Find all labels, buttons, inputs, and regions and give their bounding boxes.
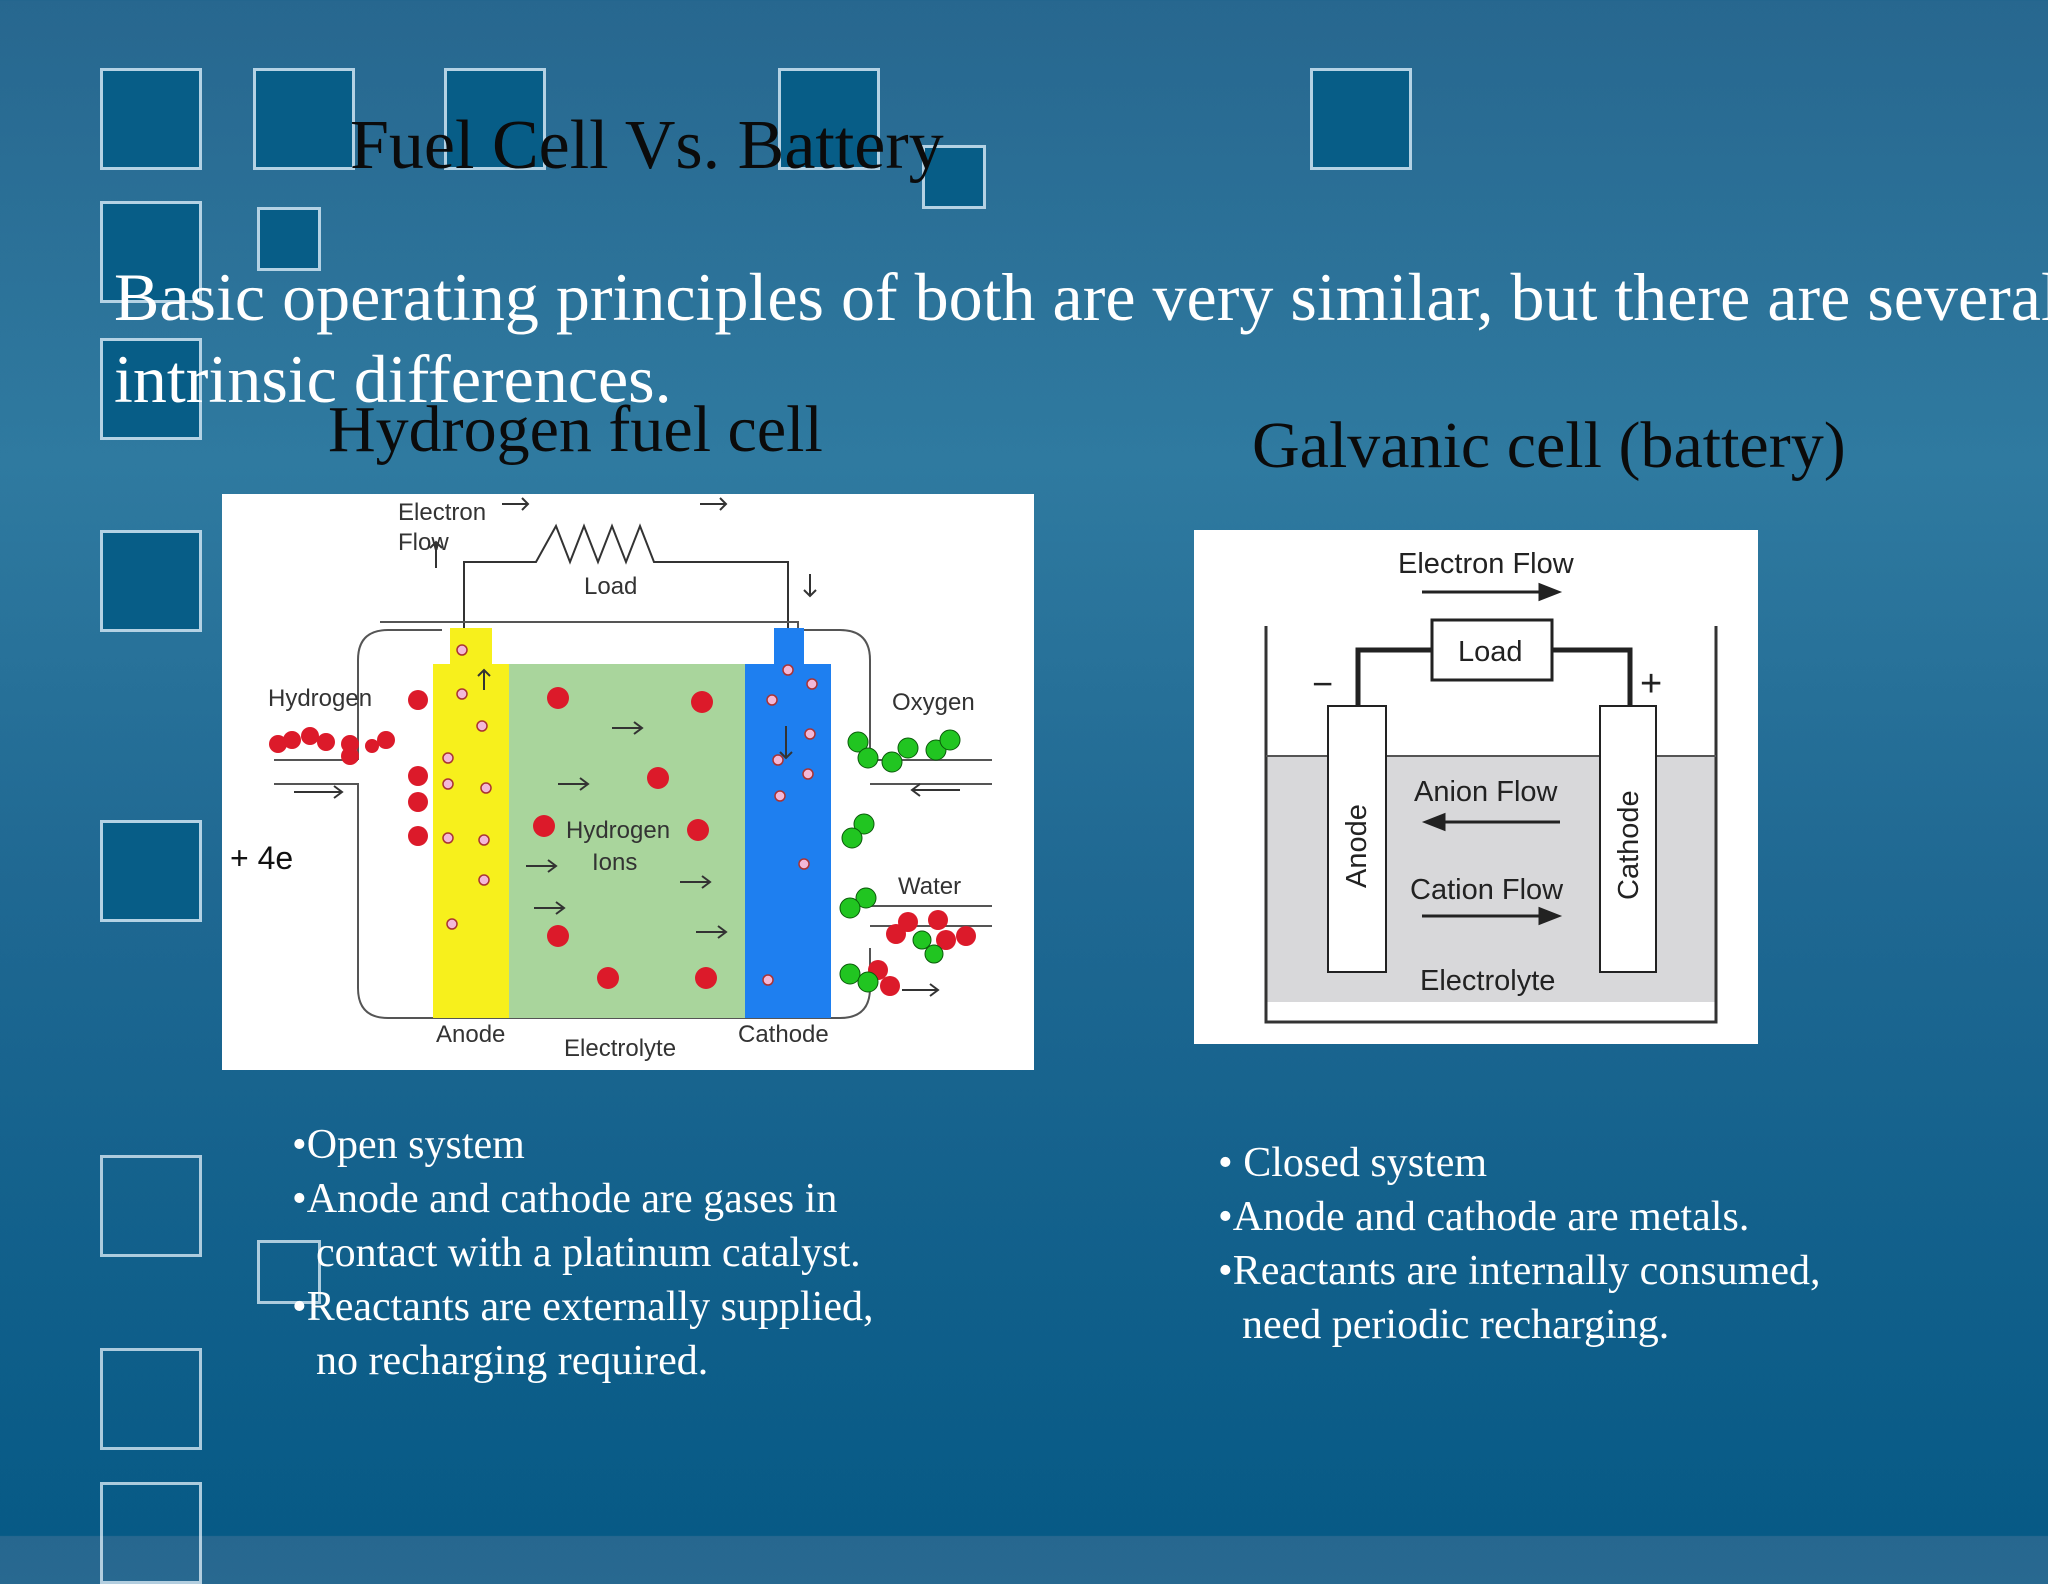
decor-square [444,68,546,170]
cathode-electrode [1599,705,1657,973]
decor-square [100,820,202,922]
hydrogen-ions-label: Ions [592,849,637,876]
bullet-item: • Closed system [1218,1140,1488,1186]
decor-square [1310,68,1412,170]
fuel-cell-heading: Hydrogen fuel cell [328,393,823,466]
bullet-item: •Anode and cathode are metals. [1218,1194,1750,1240]
battery-bullets: • Closed system •Anode and cathode are m… [1218,1136,1820,1352]
load-box [1430,618,1554,682]
decor-square [922,145,986,209]
battery-svg: Electron Flow Load − + Anion Flow Cation… [1264,548,1718,1024]
bullet-item: •Open system [292,1122,525,1168]
bullet-item: no recharging required. [316,1338,709,1384]
page-title: Fuel Cell Vs. Battery [350,107,944,184]
hydrogen-molecules [269,687,976,996]
cation-flow-label: Cation Flow [1410,874,1564,906]
bullet-item: contact with a platinum catalyst. [316,1230,861,1276]
fuel-cell-svg: Electron Flow Load Hydrogen Oxygen Water… [268,497,992,1062]
decor-square [100,68,202,170]
decor-square [778,68,880,170]
subtitle-line: intrinsic differences. [114,341,672,417]
fuel-cell-diagram: Electron Flow Load Hydrogen Oxygen Water… [222,494,1034,1070]
anode-label: Anode [436,1021,505,1048]
battery-labels: Electron Flow Load − + Anion Flow Cation… [1312,548,1662,997]
decor-square [253,68,355,170]
bullet-item: •Reactants are internally consumed, [1218,1248,1821,1294]
decor-square [100,1155,202,1257]
plus-sign: + [1640,663,1662,705]
fuel-cell-labels: Electron Flow Load Hydrogen Oxygen Water… [268,499,975,1062]
subtitle-line: Basic operating principles of both are v… [114,259,2048,335]
fuel-cell-bullets: •Open system •Anode and cathode are gase… [292,1118,873,1388]
bullet-item: •Reactants are externally supplied, [292,1284,874,1330]
anode-label: Anode [1341,804,1373,888]
flow-arrows [294,497,960,997]
cathode-layer [745,664,831,1018]
decor-square [100,1482,202,1584]
slide-subtitle: Basic operating principles of both are v… [114,256,2048,420]
load-label: Load [584,573,637,600]
circuit-wire [463,523,789,630]
decor-square [100,1348,202,1450]
battery-heading: Galvanic cell (battery) [1252,409,1846,482]
load-label: Load [1458,636,1523,668]
electron-flow-label: Flow [398,529,449,556]
hydrogen-label: Hydrogen [268,685,372,712]
electrolyte-layer [509,664,745,1018]
beaker [1264,626,1718,1024]
water-label: Water [898,873,961,900]
anode-electrode [1327,705,1387,973]
circuit-wire [1355,647,1432,706]
decor-square [100,201,202,303]
oxygen-molecules [839,729,961,993]
cathode-label: Cathode [1613,790,1645,900]
oxygen-label: Oxygen [892,689,975,716]
electron-equation-fragment: + 4e [226,840,298,877]
decor-square [100,530,202,632]
flow-arrows [1421,582,1563,926]
bullet-item: •Anode and cathode are gases in [292,1176,838,1222]
electrolyte-label: Electrolyte [1420,965,1555,997]
electron-flow-label: Electron Flow [1398,548,1575,580]
electrolyte-label: Electrolyte [564,1035,676,1062]
electron-flow-label: Electron [398,499,486,526]
hydrogen-ions-label: Hydrogen [566,817,670,844]
anion-flow-label: Anion Flow [1414,776,1559,808]
bullet-item: need periodic recharging. [1242,1302,1670,1348]
ion-dots [442,644,818,986]
minus-sign: − [1312,663,1333,704]
decor-square [100,338,202,440]
cathode-tab [774,628,804,668]
decor-square [257,1240,321,1304]
battery-diagram: Electron Flow Load − + Anion Flow Cation… [1194,530,1758,1044]
circuit-wire [1552,647,1633,706]
decor-square [257,207,321,271]
cathode-label: Cathode [738,1021,829,1048]
anode-tab [450,628,492,668]
